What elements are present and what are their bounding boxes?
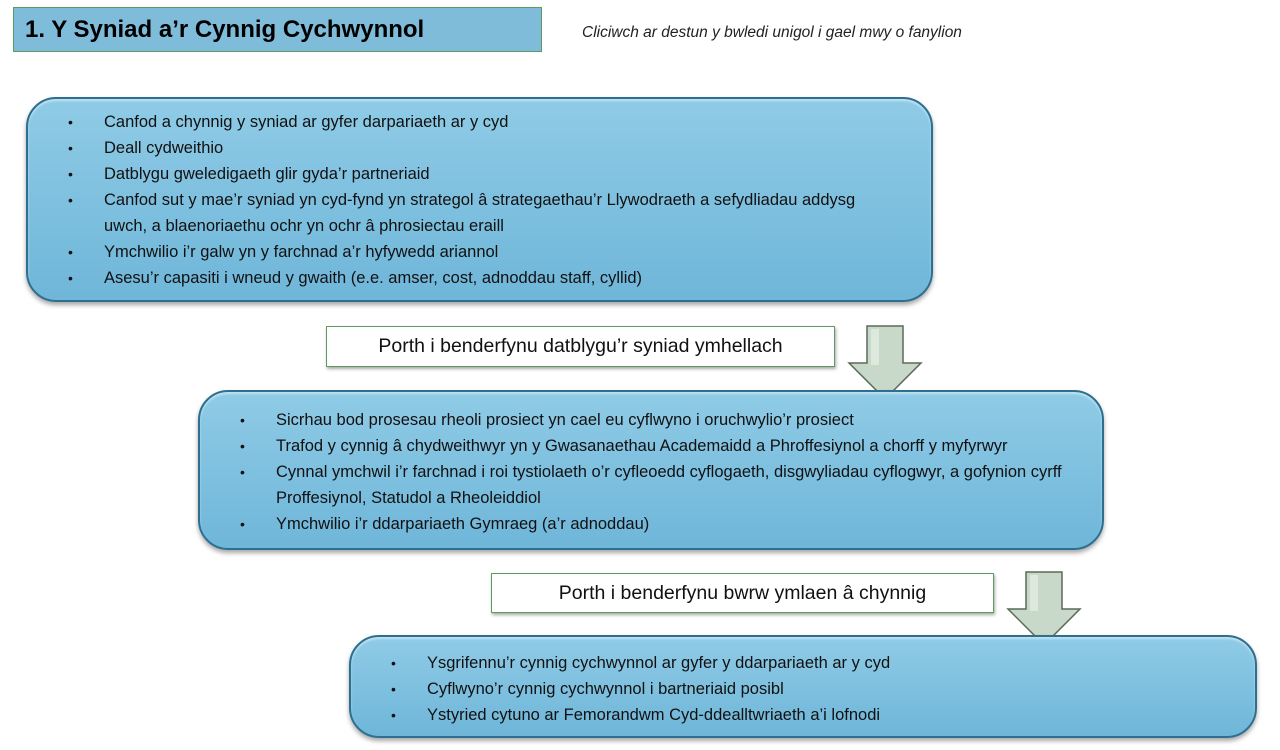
page-title: 1. Y Syniad a’r Cynnig Cychwynnol (25, 15, 425, 43)
stage-1-list: Canfod a chynnig y syniad ar gyfer darpa… (28, 109, 931, 291)
stage-1-panel: Canfod a chynnig y syniad ar gyfer darpa… (26, 97, 933, 302)
decision-gate-2: Porth i benderfynu bwrw ymlaen â chynnig (491, 573, 994, 613)
stage-1-item[interactable]: Canfod sut y mae’r syniad yn cyd-fynd yn… (28, 187, 931, 239)
down-arrow-icon (1006, 571, 1082, 647)
stage-1-item[interactable]: Deall cydweithio (28, 135, 931, 161)
title-banner: 1. Y Syniad a’r Cynnig Cychwynnol (13, 7, 542, 52)
stage-1-item[interactable]: Canfod a chynnig y syniad ar gyfer darpa… (28, 109, 931, 135)
stage-3-list: Ysgrifennu’r cynnig cychwynnol ar gyfer … (351, 650, 1255, 728)
down-arrow-icon (847, 325, 923, 401)
stage-2-list: Sicrhau bod prosesau rheoli prosiect yn … (200, 407, 1102, 537)
stage-3-item[interactable]: Cyflwyno’r cynnig cychwynnol i bartneria… (351, 676, 1255, 702)
stage-2-item[interactable]: Trafod y cynnig â chydweithwyr yn y Gwas… (200, 433, 1102, 459)
stage-1-item[interactable]: Datblygu gweledigaeth glir gyda’r partne… (28, 161, 931, 187)
stage-2-item[interactable]: Cynnal ymchwil i’r farchnad i roi tystio… (200, 459, 1102, 511)
stage-3-item[interactable]: Ysgrifennu’r cynnig cychwynnol ar gyfer … (351, 650, 1255, 676)
stage-2-item[interactable]: Ymchwilio i’r ddarpariaeth Gymraeg (a’r … (200, 511, 1102, 537)
stage-1-item[interactable]: Asesu’r capasiti i wneud y gwaith (e.e. … (28, 265, 931, 291)
decision-gate-1: Porth i benderfynu datblygu’r syniad ymh… (326, 326, 835, 367)
stage-3-item[interactable]: Ystyried cytuno ar Femorandwm Cyd-ddeall… (351, 702, 1255, 728)
stage-3-panel: Ysgrifennu’r cynnig cychwynnol ar gyfer … (349, 635, 1257, 738)
stage-2-panel: Sicrhau bod prosesau rheoli prosiect yn … (198, 390, 1104, 550)
stage-2-item[interactable]: Sicrhau bod prosesau rheoli prosiect yn … (200, 407, 1102, 433)
instruction-text: Cliciwch ar destun y bwledi unigol i gae… (582, 24, 962, 41)
stage-1-item[interactable]: Ymchwilio i’r galw yn y farchnad a’r hyf… (28, 239, 931, 265)
